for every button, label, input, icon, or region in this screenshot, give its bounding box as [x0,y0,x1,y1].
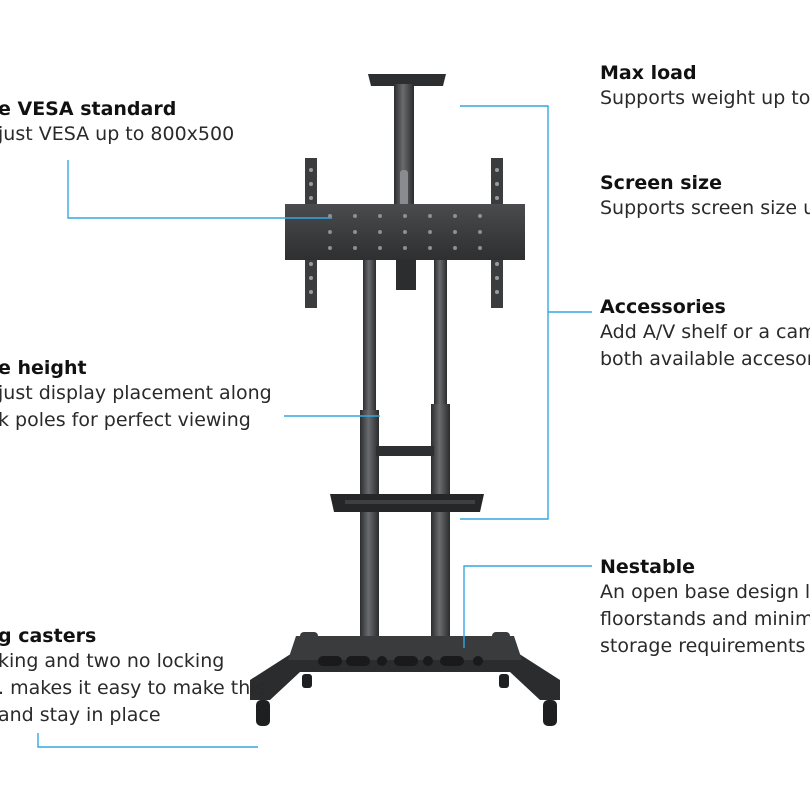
av-shelf [330,494,484,512]
feature-title: e height [0,357,87,379]
feature-accessories: Accessories Add A/V shelf or a cam both … [600,295,810,373]
feature-height: e height just display placement along k … [0,356,272,434]
feature-title: g casters [0,625,97,647]
feature-nestable: Nestable An open base design le floorsta… [600,555,810,660]
feature-text: just display placement along [0,382,272,404]
feature-casters: g casters king and two no locking . make… [0,624,265,729]
feature-text: both available accesori [600,348,810,370]
feature-text: and stay in place [0,704,161,726]
feature-text: storage requirements [600,635,806,657]
feature-text: just VESA up to 800x500 [0,123,235,145]
feature-text: Add A/V shelf or a cam [600,321,810,343]
feature-text: king and two no locking [0,650,225,672]
feature-text: Supports weight up to 6 [600,87,810,109]
feature-text: floorstands and minimi [600,608,810,630]
caster-wheels [256,674,557,726]
feature-text: An open base design le [600,581,810,603]
feature-max-load: Max load Supports weight up to 6 [600,61,810,112]
feature-title: Screen size [600,172,722,194]
support-poles [360,260,450,645]
camera-shelf [368,74,446,206]
feature-title: Accessories [600,296,726,318]
feature-title: e VESA standard [0,98,177,120]
feature-title: Nestable [600,556,695,578]
feature-title: Max load [600,62,697,84]
callout-lines [37,105,592,748]
feature-text: Supports screen size u [600,197,810,219]
feature-screen-size: Screen size Supports screen size u [600,171,810,222]
wheeled-base [250,632,560,726]
mounting-plate [285,204,525,290]
feature-text: k poles for perfect viewing [0,409,251,431]
feature-text: . makes it easy to make this [0,677,266,699]
feature-vesa: e VESA standard just VESA up to 800x500 [0,97,234,148]
